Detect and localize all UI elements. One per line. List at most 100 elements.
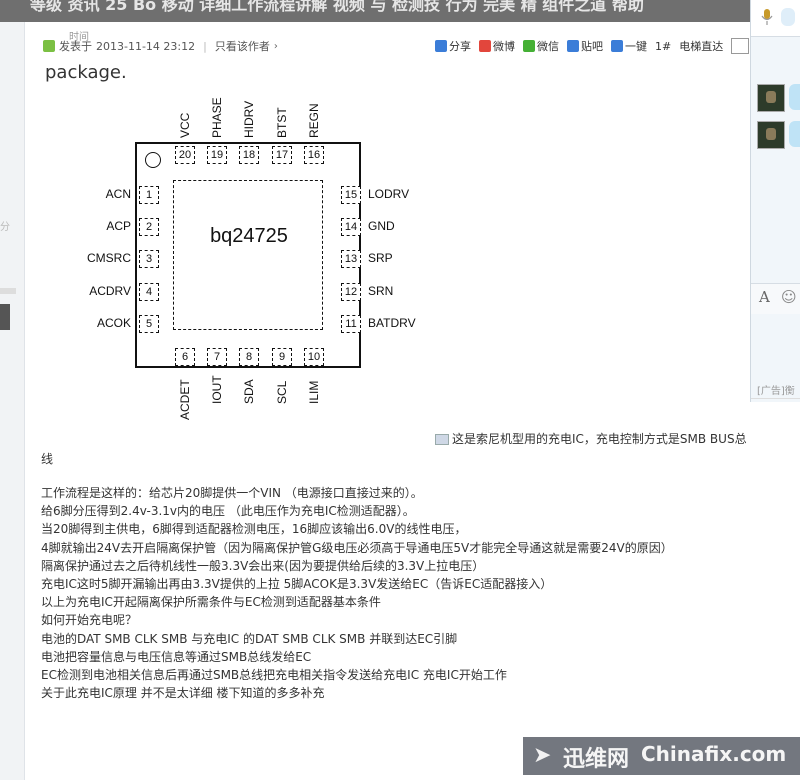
posted-prefix: 发表于 <box>59 40 92 53</box>
body-line: 当20脚得到主供电，6脚得到适配器检测电压，16脚应该输出6.0V的线性电压， <box>41 522 467 537</box>
pin-name-gnd: GND <box>368 219 395 233</box>
logo-chinese: 迅维网 <box>563 747 630 772</box>
pin-name-regn: REGN <box>307 103 321 138</box>
pin-name-srp: SRP <box>368 251 393 265</box>
chat-panel-header <box>751 0 800 37</box>
image-caption: 这是索尼机型用的充电IC，充电控制方式是SMB BUS总 <box>435 430 747 447</box>
tieba-icon <box>567 40 579 52</box>
weibo-label: 微博 <box>493 40 515 53</box>
emoji-icon[interactable]: ☺ <box>781 288 797 306</box>
pin-top-17: 17 <box>272 146 292 164</box>
pin-bottom-9: 9 <box>272 348 292 366</box>
pin-bottom-7: 7 <box>207 348 227 366</box>
pin-right-13: 13 <box>341 250 361 268</box>
logo-arrow-icon: ➤ <box>533 743 552 768</box>
one-click-label: 一键 <box>625 40 647 53</box>
share-button[interactable]: 分享 <box>435 38 471 54</box>
pin-name-btst: BTST <box>275 107 289 138</box>
pin-name-hidrv: HIDRV <box>242 100 256 138</box>
pin-name-phase: PHASE <box>210 97 224 138</box>
chat-toolbar: A ☺ <box>751 283 800 314</box>
chat-avatar[interactable] <box>757 121 785 149</box>
elevator-label: 电梯直达 <box>679 40 724 53</box>
tieba-label: 贴吧 <box>581 40 603 53</box>
pin-name-sda: SDA <box>242 379 256 404</box>
pin1-marker <box>145 152 161 168</box>
post-meta-bar: 发表于 2013-11-14 23:12 | 只看该作者 › <box>43 38 278 54</box>
pin-bottom-8: 8 <box>239 348 259 366</box>
pin-right-12: 12 <box>341 283 361 301</box>
pin-bottom-6: 6 <box>175 348 195 366</box>
left-hint: 分 <box>0 222 10 233</box>
wechat-label: 微信 <box>537 40 559 53</box>
chat-avatar[interactable] <box>757 84 785 112</box>
package-text: package. <box>45 62 127 83</box>
chevron-right-icon: › <box>273 40 278 52</box>
tieba-button[interactable]: 贴吧 <box>567 38 603 54</box>
pin-name-vcc: VCC <box>178 112 192 138</box>
share-plus-icon <box>435 40 447 52</box>
top-bar: 等级 资讯 25 Bo 移动 详细工作流程讲解 视频 与 检测技 行为 完美 精… <box>0 0 800 22</box>
pin-bottom-10: 10 <box>304 348 324 366</box>
pin-left-1: 1 <box>139 186 159 204</box>
pin-right-11: 11 <box>341 315 361 333</box>
share-bar: 分享 微博 微信 贴吧 一键 1# 电梯直达 <box>435 38 750 54</box>
pin-top-16: 16 <box>304 146 324 164</box>
pin-name-srn: SRN <box>368 284 394 298</box>
microphone-icon[interactable] <box>761 8 773 26</box>
pin-name-acp: ACP <box>106 219 131 233</box>
pin-top-18: 18 <box>239 146 259 164</box>
pin-name-cmsrc: CMSRC <box>87 251 131 265</box>
pin-left-2: 2 <box>139 218 159 236</box>
floor-number: 1# <box>655 39 672 53</box>
top-bar-title: 等级 资讯 25 Bo 移动 详细工作流程讲解 视频 与 检测技 行为 完美 精… <box>30 0 644 14</box>
watermark-logo: ➤ 迅维网 Chinafix.com <box>523 737 800 775</box>
image-icon <box>435 434 449 445</box>
font-format-icon[interactable]: A <box>759 288 770 306</box>
body-line: EC检测到电池相关信息后再通过SMB总线把充电相关指令发送给充电IC 充电IC开… <box>41 667 507 682</box>
left-scroll-bar[interactable] <box>0 288 16 294</box>
post-body: 工作流程是这样的：给芯片20脚提供一个VIN （电源接口直接过来的）。 给6脚分… <box>41 484 673 702</box>
pin-left-3: 3 <box>139 250 159 268</box>
qq-icon[interactable] <box>781 8 795 26</box>
pin-name-iout: IOUT <box>210 375 224 404</box>
one-click-button[interactable]: 一键 <box>611 38 647 54</box>
pin-top-20: 20 <box>175 146 195 164</box>
pin-right-14: 14 <box>341 218 361 236</box>
wechat-icon <box>523 40 535 52</box>
pin-top-19: 19 <box>207 146 227 164</box>
ad-label[interactable]: [广告]衡 <box>757 386 795 397</box>
user-icon <box>43 40 55 52</box>
panel-divider <box>751 398 800 399</box>
weibo-icon <box>479 40 491 52</box>
author-only-link[interactable]: 只看该作者 <box>214 40 270 53</box>
weibo-button[interactable]: 微博 <box>479 38 515 54</box>
wechat-button[interactable]: 微信 <box>523 38 559 54</box>
body-line: 工作流程是这样的：给芯片20脚提供一个VIN （电源接口直接过来的）。 <box>41 486 423 500</box>
pin-name-lodrv: LODRV <box>368 187 410 201</box>
body-line: 关于此充电IC原理 并不是太详细 楼下知道的多多补充 <box>41 686 325 701</box>
sub-date-text: 时间 <box>69 32 89 43</box>
pin-left-5: 5 <box>139 315 159 333</box>
thermal-pad: bq24725 <box>173 180 323 330</box>
post-content: 时间 发表于 2013-11-14 23:12 | 只看该作者 › 分享 微博 … <box>25 22 750 780</box>
pin-right-15: 15 <box>341 186 361 204</box>
pin-name-batdrv: BATDRV <box>368 316 416 330</box>
chat-bubble <box>789 121 800 147</box>
caption-continuation: 线 <box>41 452 54 466</box>
one-click-icon <box>611 40 623 52</box>
body-line: 电池的DAT SMB CLK SMB 与充电IC 的DAT SMB CLK SM… <box>41 631 458 646</box>
pin-name-ilim: ILIM <box>307 380 321 404</box>
pin-name-acn: ACN <box>105 187 131 201</box>
pin-name-acdrv: ACDRV <box>89 284 131 298</box>
meta-divider: | <box>203 39 207 53</box>
pin-name-scl: SCL <box>275 380 289 404</box>
chat-side-panel: A ☺ [广告]衡 <box>750 0 800 402</box>
pin-name-acok: ACOK <box>96 316 131 330</box>
pin-left-4: 4 <box>139 283 159 301</box>
post-datetime: 2013-11-14 23:12 <box>96 39 196 53</box>
left-side-button[interactable] <box>0 304 10 330</box>
left-column: 分 <box>0 22 25 780</box>
elevator-input[interactable] <box>731 38 750 54</box>
logo-english: Chinafix.com <box>641 742 787 766</box>
